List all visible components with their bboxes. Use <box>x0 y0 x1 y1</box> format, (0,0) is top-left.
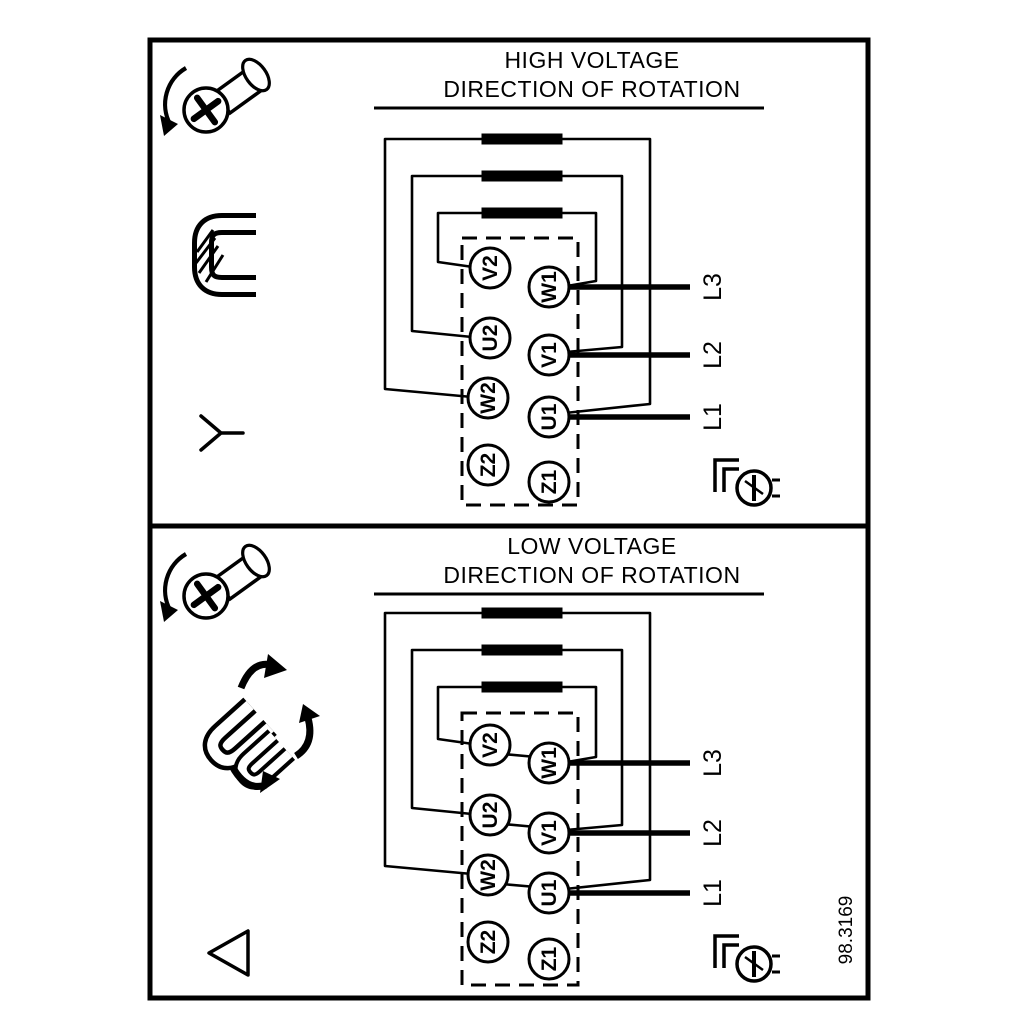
supply-label-l1: L1 <box>699 879 727 907</box>
terminal-label: W1 <box>538 271 561 303</box>
terminal-v2: V2 <box>468 246 512 290</box>
supply-lines: L3 L2 L1 <box>568 273 727 431</box>
drawing-number: 98.3169 <box>836 896 857 965</box>
low-voltage-subtitle: DIRECTION OF ROTATION <box>443 562 740 588</box>
terminal-label: V1 <box>538 342 561 368</box>
terminal-w2: W2 <box>466 376 510 420</box>
terminal-u1: U1 <box>527 871 571 915</box>
terminal-box <box>460 711 580 987</box>
terminal-label: U2 <box>479 325 502 352</box>
supply-label-l3: L3 <box>699 749 727 777</box>
terminal-label: V1 <box>538 820 561 846</box>
terminal-label: Z2 <box>477 930 500 955</box>
terminal-label: W2 <box>477 382 500 414</box>
terminal-u1: U1 <box>527 395 571 439</box>
terminal-circle <box>527 395 571 439</box>
star-symbol-icon <box>199 414 245 452</box>
terminal-z2: Z2 <box>466 443 510 487</box>
terminal-u2: U2 <box>468 316 512 360</box>
terminal-box <box>460 236 580 507</box>
terminal-label: Z1 <box>538 946 561 971</box>
terminal-circle <box>468 793 512 837</box>
terminal-circle <box>468 316 512 360</box>
terminal-z1: Z1 <box>527 937 571 981</box>
supply-label-l2: L2 <box>699 819 727 847</box>
terminal-circle <box>527 741 571 785</box>
terminal-w2: W2 <box>466 853 510 897</box>
supply-label-l2: L2 <box>699 341 727 369</box>
terminal-v2: V2 <box>468 723 512 767</box>
terminal-label: Z2 <box>477 453 500 478</box>
winding-wires <box>383 137 652 415</box>
terminal-circle <box>466 376 510 420</box>
terminal-label: U2 <box>479 802 502 829</box>
terminal-label: V2 <box>479 255 502 281</box>
high-voltage-subtitle: DIRECTION OF ROTATION <box>443 76 740 102</box>
terminal-circle <box>527 871 571 915</box>
terminal-v1: V1 <box>527 333 571 377</box>
terminals: V2 W1 U2 V1 W2 U1 <box>466 723 571 981</box>
terminal-circle <box>468 723 512 767</box>
low-voltage-title: LOW VOLTAGE <box>507 533 677 559</box>
terminal-circle <box>466 920 510 964</box>
terminal-label: U1 <box>538 879 561 906</box>
terminal-label: W2 <box>477 859 500 891</box>
terminal-circle <box>527 811 571 855</box>
terminal-circle <box>527 265 571 309</box>
terminal-circle <box>527 937 571 981</box>
supply-label-l1: L1 <box>699 403 727 431</box>
high-voltage-panel: HIGH VOLTAGE DIRECTION OF ROTATION L3 L2… <box>160 47 782 507</box>
jumper-bars <box>481 133 563 219</box>
terminal-label: Z1 <box>538 469 561 494</box>
terminal-circle <box>527 333 571 377</box>
terminal-label: U1 <box>538 403 561 430</box>
terminal-circle <box>466 443 510 487</box>
terminal-label: W1 <box>538 747 561 779</box>
jumper-link-icon <box>192 213 256 297</box>
supply-lines: L3 L2 L1 <box>568 749 727 907</box>
terminal-circle <box>527 460 571 504</box>
terminal-v1: V1 <box>527 811 571 855</box>
terminal-z2: Z2 <box>466 920 510 964</box>
terminal-w1: W1 <box>527 265 571 309</box>
terminal-w1: W1 <box>527 741 571 785</box>
terminals: V2 W1 U2 V1 W2 U1 <box>466 246 571 504</box>
terminal-circle <box>468 246 512 290</box>
terminal-u2: U2 <box>468 793 512 837</box>
high-voltage-title: HIGH VOLTAGE <box>504 47 679 73</box>
terminal-z1: Z1 <box>527 460 571 504</box>
terminal-circle <box>466 853 510 897</box>
terminal-label: V2 <box>479 732 502 758</box>
winding-wires <box>383 611 652 891</box>
delta-symbol-icon <box>207 929 250 977</box>
supply-label-l3: L3 <box>699 273 727 301</box>
jumper-bars <box>481 607 563 693</box>
diagram-border <box>147 37 871 1001</box>
delta-links-icon <box>202 654 320 793</box>
low-voltage-panel: LOW VOLTAGE DIRECTION OF ROTATION L3 L2 … <box>160 533 857 987</box>
